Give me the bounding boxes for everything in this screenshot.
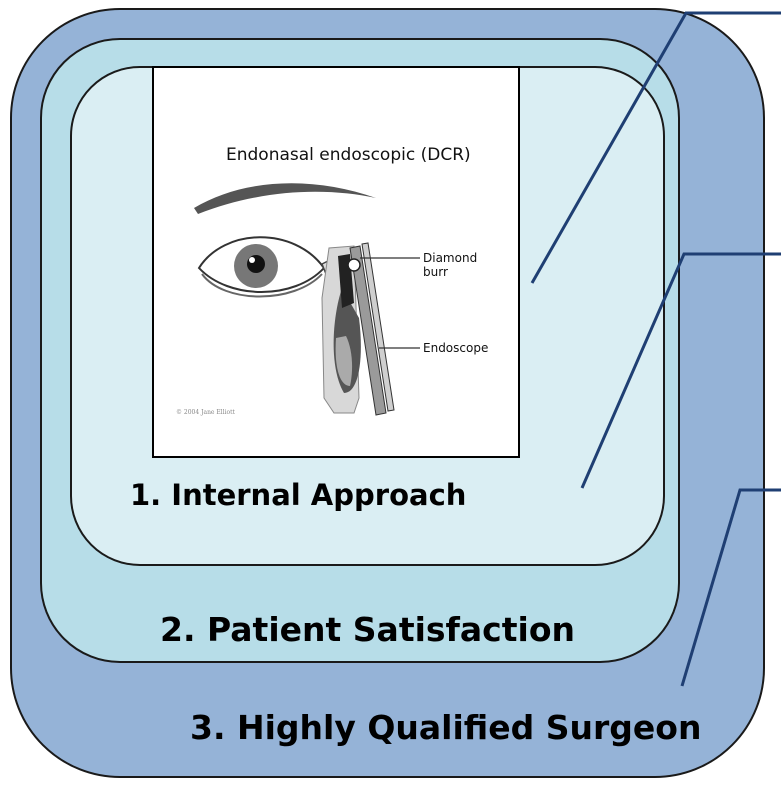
label-highly-qualified-surgeon: 3. Highly Qualified Surgeon — [190, 708, 701, 747]
label-burr: burr — [423, 265, 448, 279]
copyright-text: © 2004 Jane Elliott — [176, 409, 236, 416]
label-patient-satisfaction: 2. Patient Satisfaction — [160, 610, 575, 649]
dcr-illustration: Endonasal endoscopic (DCR) Diamo — [152, 66, 520, 458]
eyebrow-shape — [194, 183, 376, 214]
eye-icon — [199, 237, 324, 296]
label-diamond: Diamond — [423, 251, 477, 265]
label-internal-approach: 1. Internal Approach — [130, 478, 466, 512]
label-endoscope: Endoscope — [423, 341, 488, 355]
figure-title: Endonasal endoscopic (DCR) — [226, 145, 471, 165]
